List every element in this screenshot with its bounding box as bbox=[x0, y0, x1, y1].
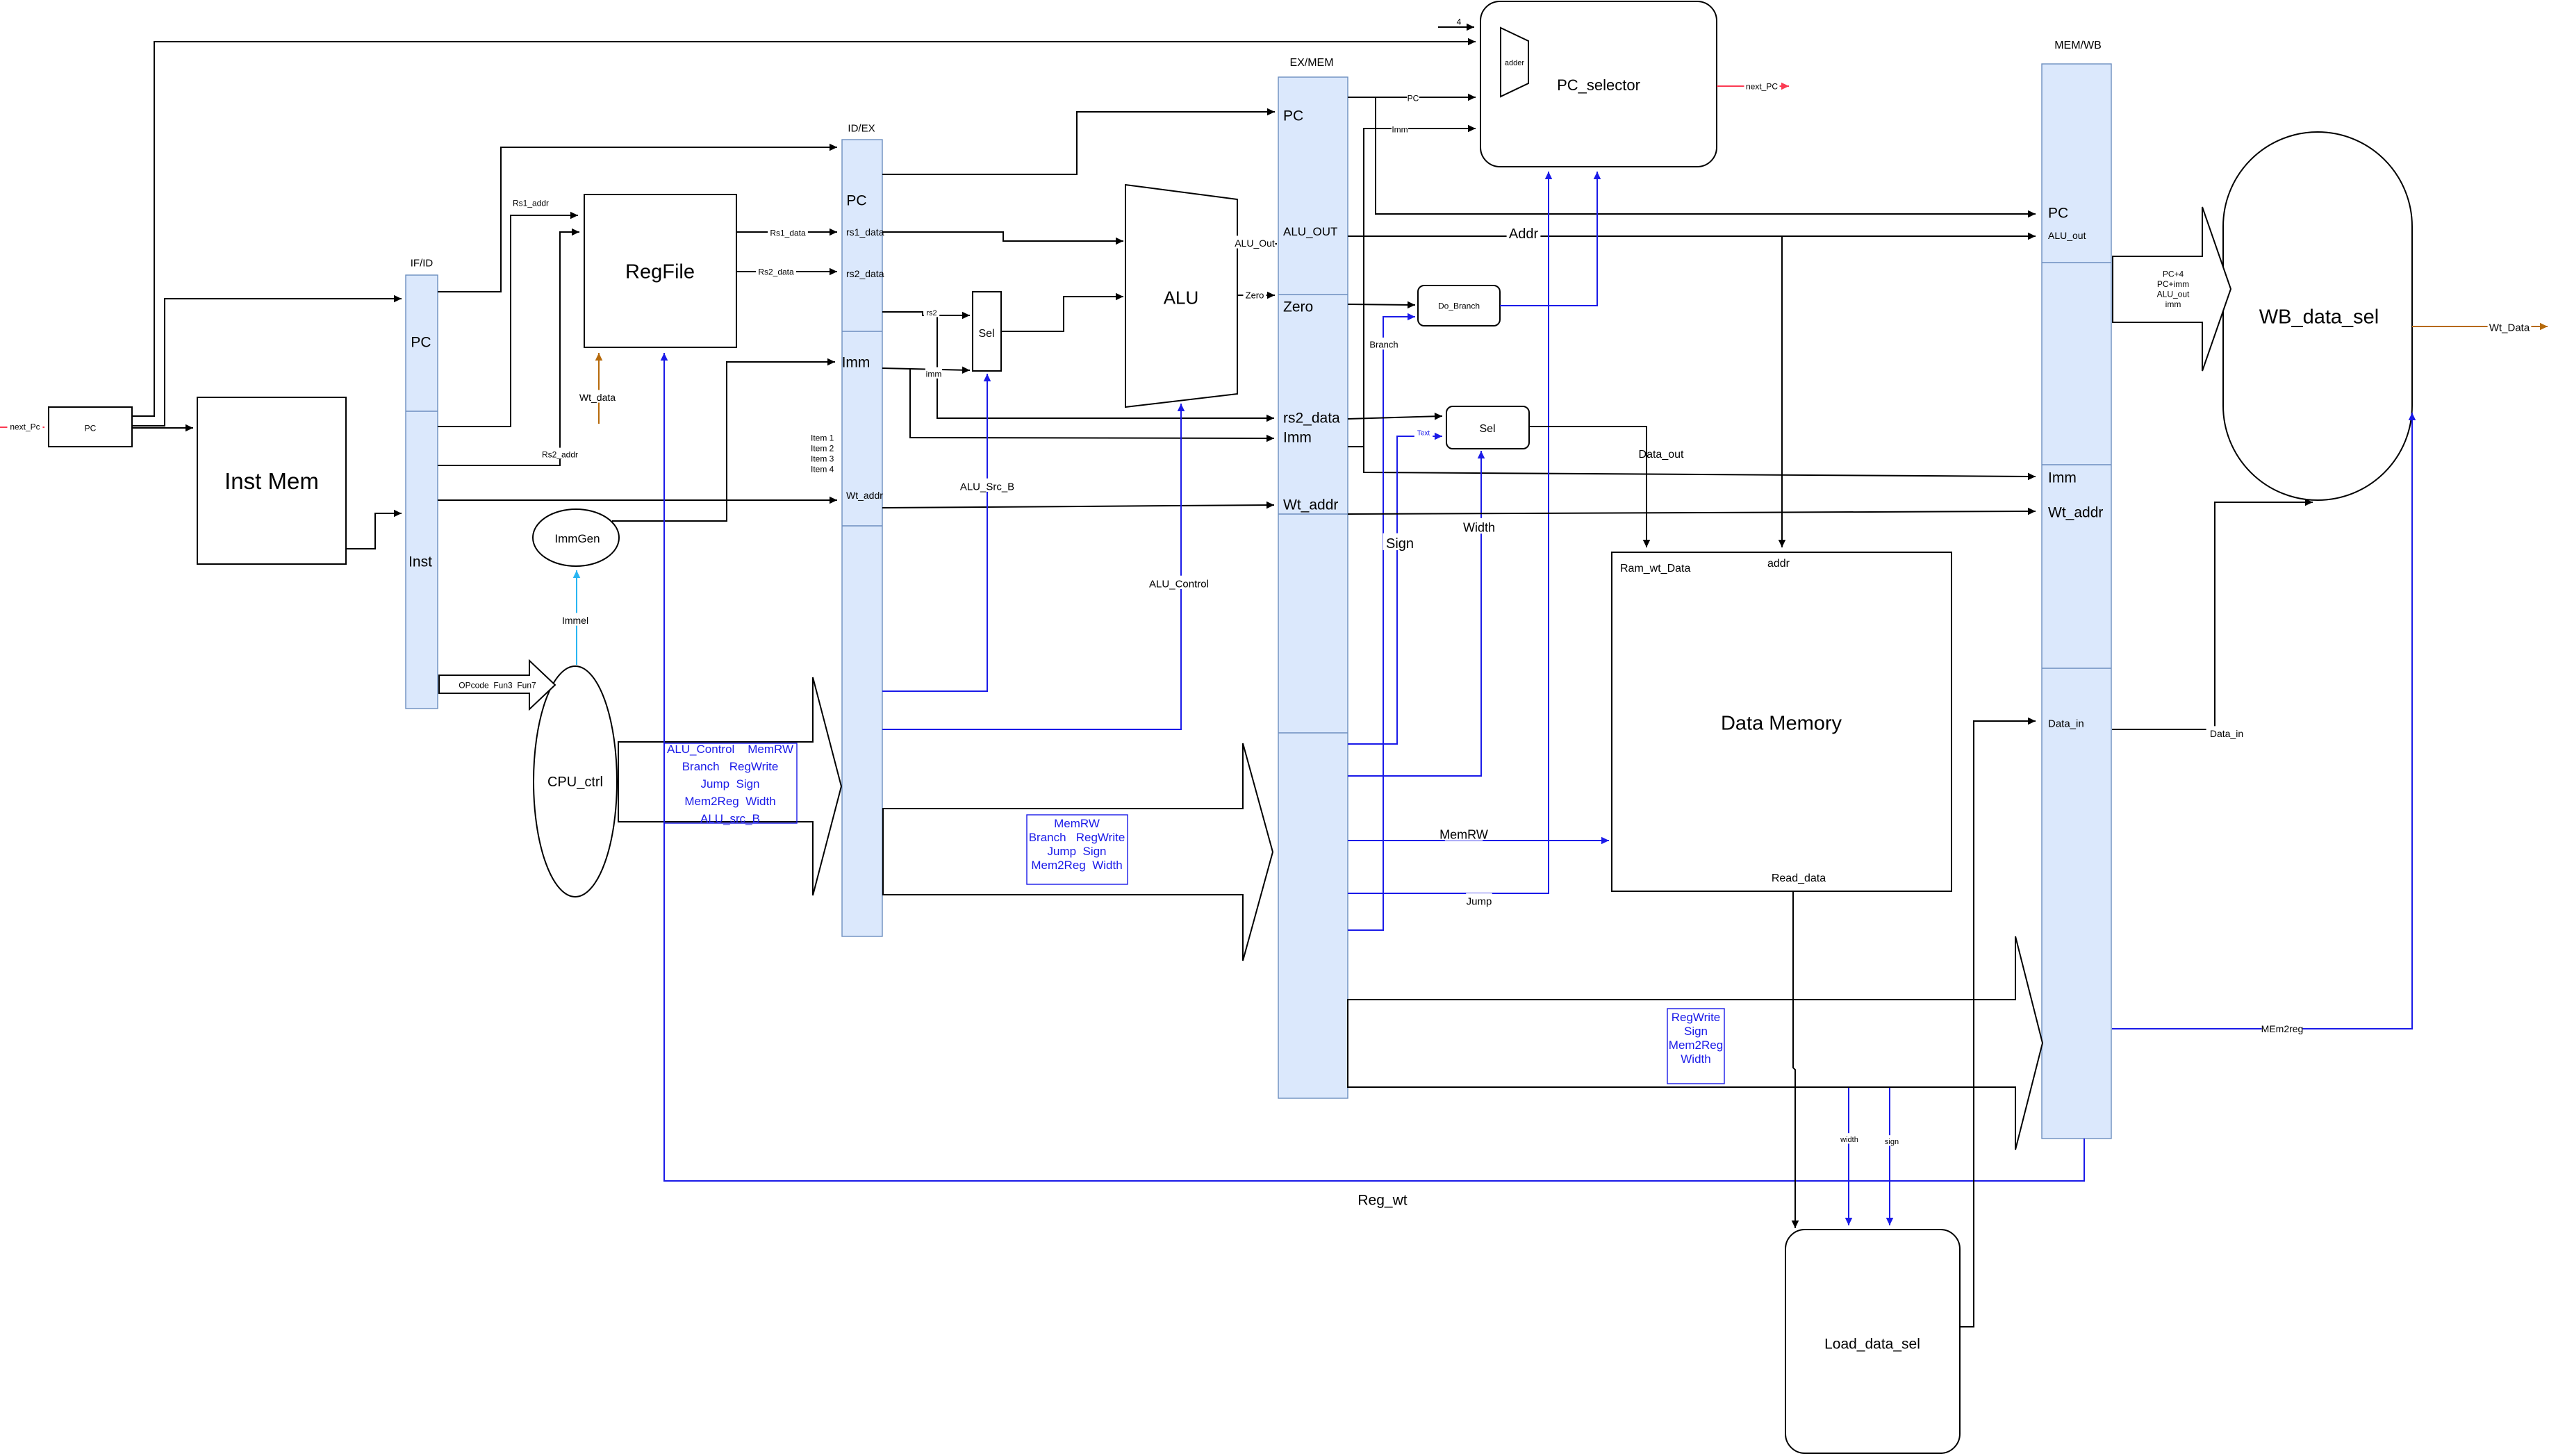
svg-text:OPcode Fun3 Fun7: OPcode Fun3 Fun7 bbox=[459, 680, 536, 690]
svg-text:Wt_data: Wt_data bbox=[579, 392, 616, 403]
svg-text:Rs1_data: Rs1_data bbox=[770, 228, 806, 238]
svg-text:Branch RegWrite: Branch RegWrite bbox=[682, 760, 779, 773]
svg-text:sign: sign bbox=[1885, 1138, 1899, 1146]
svg-text:Inst: Inst bbox=[409, 554, 432, 570]
svg-text:Item 3: Item 3 bbox=[811, 454, 834, 463]
svg-text:Addr: Addr bbox=[1509, 226, 1539, 242]
svg-text:Jump Sign: Jump Sign bbox=[700, 777, 759, 791]
svg-text:Text: Text bbox=[1417, 430, 1430, 438]
svg-text:PC: PC bbox=[1283, 108, 1303, 124]
svg-text:ALU_Out: ALU_Out bbox=[1235, 238, 1275, 249]
svg-text:PC+4: PC+4 bbox=[2163, 269, 2184, 279]
svg-text:Rs1_addr: Rs1_addr bbox=[513, 198, 549, 208]
svg-text:ALU: ALU bbox=[1164, 287, 1199, 308]
svg-text:Item 2: Item 2 bbox=[811, 443, 834, 453]
svg-text:Load_data_sel: Load_data_sel bbox=[1824, 1337, 1920, 1352]
svg-text:PC: PC bbox=[846, 193, 866, 209]
svg-text:Sel: Sel bbox=[978, 328, 994, 340]
svg-text:rs1_data: rs1_data bbox=[846, 226, 884, 238]
svg-text:rs2: rs2 bbox=[926, 309, 936, 317]
svg-text:4: 4 bbox=[1457, 17, 1462, 26]
svg-text:MemRW: MemRW bbox=[1054, 817, 1100, 830]
svg-text:ALU_Src_B: ALU_Src_B bbox=[960, 481, 1014, 493]
svg-text:Rs2_data: Rs2_data bbox=[758, 267, 794, 276]
svg-text:rs2_data: rs2_data bbox=[1283, 411, 1340, 427]
svg-text:Jump Sign: Jump Sign bbox=[1047, 845, 1106, 858]
svg-text:PC: PC bbox=[1408, 93, 1419, 103]
svg-text:Item 4: Item 4 bbox=[811, 464, 834, 474]
svg-text:Mem2Reg Width: Mem2Reg Width bbox=[684, 795, 775, 808]
svg-text:MEM/WB: MEM/WB bbox=[2054, 40, 2102, 51]
svg-text:Wt_addr: Wt_addr bbox=[2048, 505, 2103, 521]
svg-text:Imm: Imm bbox=[2048, 470, 2077, 486]
svg-text:Branch RegWrite: Branch RegWrite bbox=[1029, 831, 1125, 844]
svg-text:imm: imm bbox=[2165, 299, 2181, 309]
svg-text:Zero: Zero bbox=[1246, 290, 1264, 301]
svg-text:Read_data: Read_data bbox=[1772, 872, 1826, 884]
svg-text:Width: Width bbox=[1463, 520, 1495, 534]
svg-text:ID/EX: ID/EX bbox=[848, 122, 875, 134]
svg-text:Zero: Zero bbox=[1283, 299, 1313, 315]
svg-text:next_PC: next_PC bbox=[1746, 81, 1778, 91]
svg-text:RegFile: RegFile bbox=[625, 260, 695, 283]
svg-text:Mem2Reg Width: Mem2Reg Width bbox=[1031, 859, 1122, 872]
svg-text:Imm: Imm bbox=[1283, 430, 1312, 446]
svg-text:Wt_Data: Wt_Data bbox=[2489, 322, 2530, 333]
svg-text:PC+imm: PC+imm bbox=[2157, 279, 2189, 289]
svg-text:Width: Width bbox=[1681, 1052, 1710, 1066]
svg-text:ALU_out: ALU_out bbox=[2048, 230, 2086, 241]
svg-text:ALU_src_B: ALU_src_B bbox=[700, 812, 760, 825]
svg-text:Wt_addr: Wt_addr bbox=[1283, 497, 1338, 513]
svg-text:Sel: Sel bbox=[1479, 423, 1495, 435]
svg-text:rs2_data: rs2_data bbox=[846, 268, 884, 279]
svg-text:ALU_Control MemRW: ALU_Control MemRW bbox=[667, 743, 793, 756]
svg-text:PC: PC bbox=[411, 335, 431, 351]
svg-text:Branch: Branch bbox=[1369, 340, 1398, 350]
svg-text:RegWrite: RegWrite bbox=[1672, 1011, 1721, 1024]
svg-text:Reg_wt: Reg_wt bbox=[1358, 1193, 1407, 1209]
svg-text:MemRW: MemRW bbox=[1439, 827, 1488, 841]
svg-text:Data_in: Data_in bbox=[2210, 728, 2243, 739]
svg-text:Sign: Sign bbox=[1684, 1025, 1708, 1038]
svg-text:WB_data_sel: WB_data_sel bbox=[2259, 306, 2379, 328]
svg-text:PC: PC bbox=[2048, 206, 2068, 222]
svg-text:adder: adder bbox=[1505, 59, 1524, 67]
svg-text:width: width bbox=[1840, 1136, 1858, 1144]
svg-text:Rs2_addr: Rs2_addr bbox=[542, 449, 578, 459]
svg-text:Jump: Jump bbox=[1467, 895, 1492, 907]
svg-text:Imm: Imm bbox=[842, 355, 870, 371]
svg-text:Do_Branch: Do_Branch bbox=[1438, 301, 1480, 311]
svg-text:Immel: Immel bbox=[562, 615, 588, 626]
svg-text:addr: addr bbox=[1767, 558, 1790, 570]
svg-text:next_Pc: next_Pc bbox=[10, 422, 40, 431]
svg-text:MEm2reg: MEm2reg bbox=[2261, 1023, 2304, 1034]
svg-text:ALU_out: ALU_out bbox=[2157, 290, 2190, 299]
svg-text:PC: PC bbox=[85, 423, 97, 433]
svg-text:CPU_ctrl: CPU_ctrl bbox=[547, 775, 603, 790]
svg-text:Wt_addr: Wt_addr bbox=[846, 490, 883, 501]
svg-text:PC_selector: PC_selector bbox=[1557, 76, 1640, 94]
svg-text:Data Memory: Data Memory bbox=[1721, 712, 1842, 734]
svg-text:IF/ID: IF/ID bbox=[411, 257, 434, 269]
svg-text:Data_in: Data_in bbox=[2048, 718, 2084, 729]
svg-text:Ram_wt_Data: Ram_wt_Data bbox=[1620, 563, 1690, 574]
svg-text:EX/MEM: EX/MEM bbox=[1289, 57, 1333, 69]
svg-text:Inst Mem: Inst Mem bbox=[224, 468, 319, 494]
svg-text:Sign: Sign bbox=[1386, 536, 1414, 552]
svg-text:Imm: Imm bbox=[1392, 124, 1408, 134]
svg-text:imm: imm bbox=[926, 369, 942, 379]
svg-text:Data_out: Data_out bbox=[1639, 449, 1684, 461]
svg-text:Item 1: Item 1 bbox=[811, 433, 834, 442]
svg-text:ALU_OUT: ALU_OUT bbox=[1283, 225, 1337, 238]
svg-text:ImmGen: ImmGen bbox=[554, 532, 600, 545]
svg-text:Mem2Reg: Mem2Reg bbox=[1669, 1039, 1723, 1052]
svg-text:ALU_Control: ALU_Control bbox=[1149, 578, 1209, 590]
